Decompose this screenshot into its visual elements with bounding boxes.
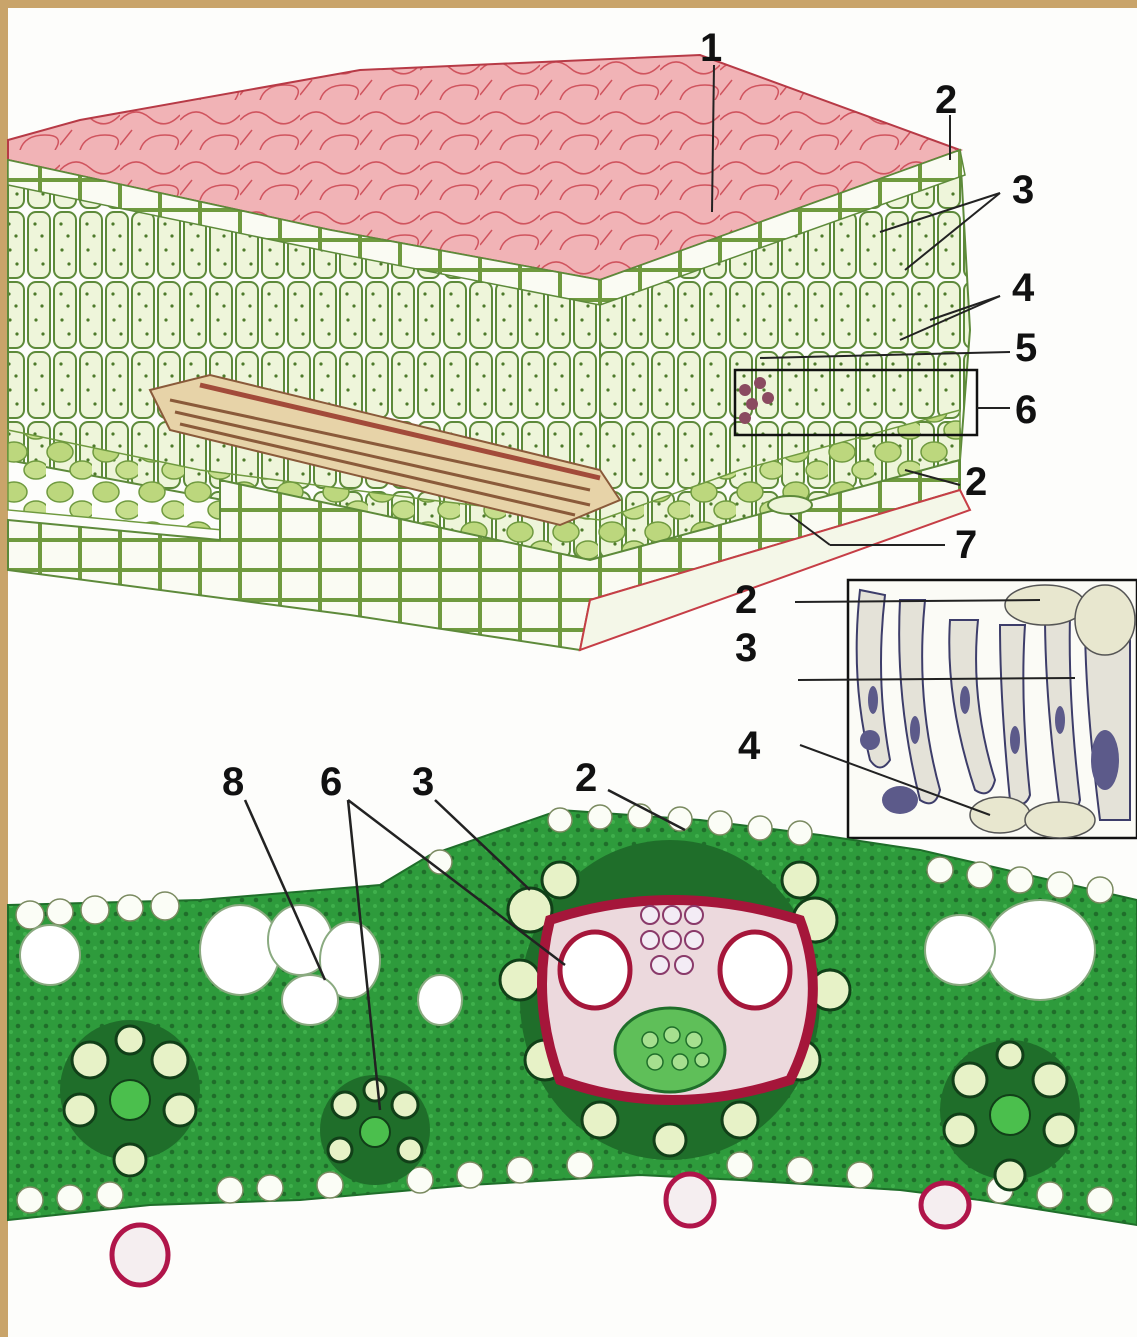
label-2-top: 2 (935, 80, 957, 120)
label-4-top: 4 (1012, 268, 1034, 308)
label-3-inset: 3 (735, 628, 757, 668)
label-2-inset: 2 (735, 580, 757, 620)
label-3-bottom: 3 (412, 762, 434, 802)
label-8: 8 (222, 762, 244, 802)
label-2-bottom: 2 (575, 758, 597, 798)
label-6-bottom: 6 (320, 762, 342, 802)
label-1: 1 (700, 28, 722, 68)
stained-cross-section (8, 804, 1137, 1285)
label-5: 5 (1015, 328, 1037, 368)
label-7: 7 (955, 525, 977, 565)
palisade-inset (848, 580, 1137, 838)
label-4-inset: 4 (738, 726, 760, 766)
label-2-lower: 2 (965, 462, 987, 502)
vascular-bundle-middle-small (320, 1075, 430, 1185)
label-3-top: 3 (1012, 170, 1034, 210)
stoma (768, 496, 812, 514)
label-6-top: 6 (1015, 390, 1037, 430)
leaf-block-3d (8, 55, 977, 650)
